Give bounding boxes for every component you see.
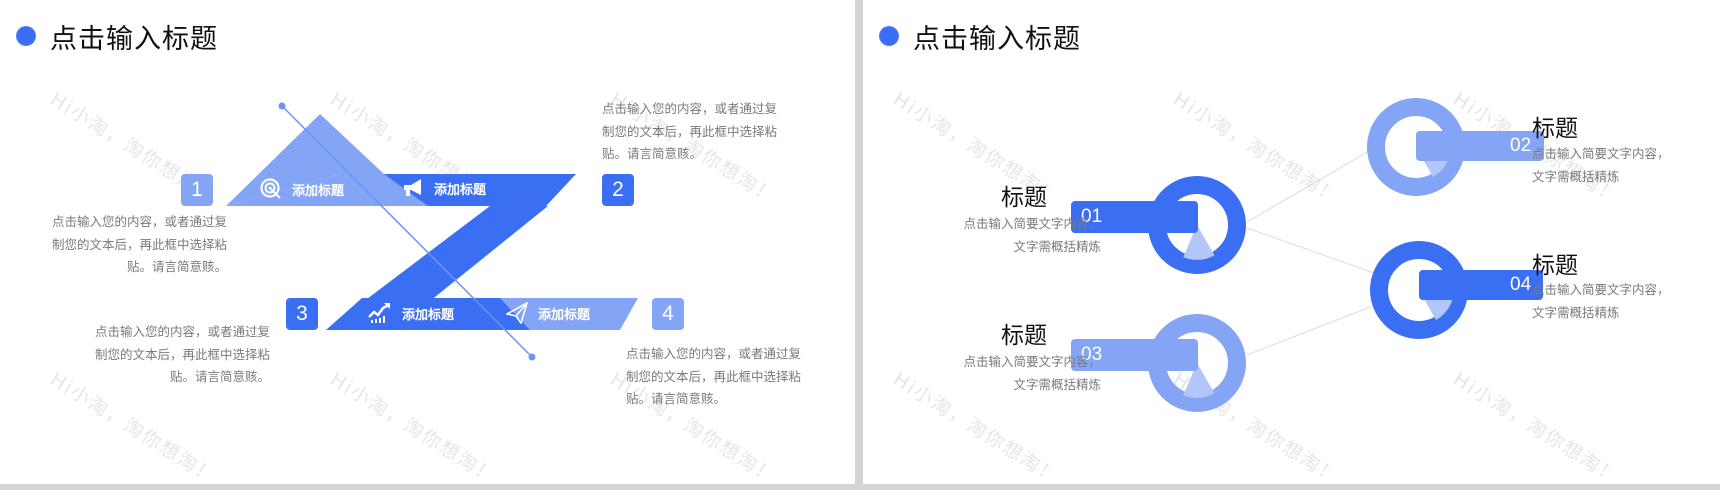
band-label-text: 添加标题 — [292, 183, 345, 199]
band-label-text: 添加标题 — [538, 307, 591, 323]
item-01-description[interactable]: 点击输入简要文字内容， 文字需概括精炼 — [863, 213, 1101, 258]
band-label-2[interactable]: 添加标题 — [402, 178, 486, 198]
growth-chart-icon — [368, 303, 390, 323]
description-line: 文字需概括精炼 — [1013, 376, 1101, 392]
band-label-4[interactable]: 添加标题 — [506, 302, 590, 324]
paper-plane-icon — [506, 302, 528, 324]
description-line: 文字需概括精炼 — [1532, 168, 1620, 184]
band-2-shape — [326, 174, 576, 330]
connector-dot-bottom — [528, 353, 536, 361]
description-line: 点击输入简要文字内容， — [963, 216, 1101, 231]
band-1-shape — [226, 114, 384, 206]
connector-dot-top — [278, 102, 286, 110]
ring-diagram — [1071, 98, 1544, 412]
step-number-4[interactable]: 4 — [652, 298, 684, 330]
title-bullet-icon — [16, 26, 36, 46]
step-3-description[interactable]: 点击输入您的内容，或者通过复制您的文本后，再此框中选择粘贴。请言简意赅。 — [94, 324, 270, 384]
band-label-1[interactable]: 添加标题 — [260, 178, 344, 200]
item-02-title[interactable]: 标题 — [1532, 116, 1578, 142]
item-03-description[interactable]: 点击输入简要文字内容， 文字需概括精炼 — [863, 351, 1101, 396]
item-02-description[interactable]: 点击输入简要文字内容， 文字需概括精炼 — [1532, 143, 1670, 188]
band-4-shape — [500, 298, 638, 330]
item-number-01[interactable]: 01 — [1081, 206, 1103, 227]
item-number-02[interactable]: 02 — [1510, 135, 1532, 156]
title-text[interactable]: 点击输入标题 — [913, 23, 1081, 55]
item-number-04[interactable]: 04 — [1510, 274, 1532, 295]
item-01-title[interactable]: 标题 — [1001, 185, 1047, 211]
slide-title: 点击输入标题 — [16, 18, 218, 55]
step-1-description[interactable]: 点击输入您的内容，或者通过复制您的文本后，再此框中选择粘贴。请言简意赅。 — [51, 214, 227, 274]
description-line: 点击输入简要文字内容， — [1532, 282, 1670, 297]
title-text[interactable]: 点击输入标题 — [50, 23, 218, 55]
ring-01 — [1071, 176, 1246, 274]
slide-left[interactable]: Hi小淘，淘你想淘！ Hi小淘，淘你想淘！ Hi小淘，淘你想淘！ Hi小淘，淘你… — [0, 0, 855, 484]
item-number-03[interactable]: 03 — [1081, 344, 1103, 365]
step-number-2[interactable]: 2 — [602, 174, 634, 206]
connector-line — [1246, 142, 1384, 223]
description-line: 文字需概括精炼 — [1013, 238, 1101, 254]
description-line: 点击输入简要文字内容， — [1532, 146, 1670, 161]
step-2-description[interactable]: 点击输入您的内容，或者通过复制您的文本后，再此框中选择粘贴。请言简意赅。 — [602, 101, 778, 161]
step-number-3[interactable]: 3 — [286, 298, 318, 330]
description-line: 文字需概括精炼 — [1532, 304, 1620, 320]
diagonal-connector-line — [281, 105, 533, 358]
band-label-text: 添加标题 — [402, 307, 455, 323]
ring-04 — [1370, 241, 1543, 339]
item-04-description[interactable]: 点击输入简要文字内容， 文字需概括精炼 — [1532, 279, 1670, 324]
title-bullet-icon — [879, 26, 899, 46]
step-number-1[interactable]: 1 — [181, 174, 213, 206]
slide-right[interactable]: Hi小淘，淘你想淘！ Hi小淘，淘你想淘！ Hi小淘，淘你想淘！ Hi小淘，淘你… — [863, 0, 1720, 484]
ring-03 — [1071, 314, 1246, 412]
item-03-title[interactable]: 标题 — [1001, 323, 1047, 349]
step-4-description[interactable]: 点击输入您的内容，或者通过复制您的文本后，再此框中选择粘贴。请言简意赅。 — [626, 346, 802, 406]
megaphone-icon — [404, 179, 421, 196]
band-label-text: 添加标题 — [434, 182, 487, 198]
item-04-title[interactable]: 标题 — [1532, 253, 1578, 279]
target-icon — [260, 178, 281, 199]
description-line: 点击输入简要文字内容， — [963, 354, 1101, 369]
connector-line — [1246, 299, 1389, 356]
connector-line — [1246, 227, 1389, 279]
band-label-3[interactable]: 添加标题 — [368, 302, 454, 324]
slide-title: 点击输入标题 — [879, 18, 1081, 55]
ring-02 — [1367, 98, 1544, 196]
